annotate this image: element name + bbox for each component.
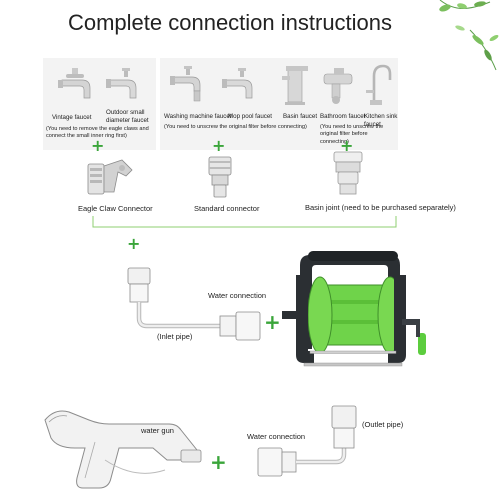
inlet-pipe-label: (Inlet pipe) <box>157 332 193 341</box>
washing-machine-faucet-icon <box>170 66 201 102</box>
standard-connector-icon <box>208 156 232 198</box>
mop-pool-faucet-label: Mop pool faucet <box>228 113 273 120</box>
basin-faucet-icon <box>282 66 308 105</box>
bathroom-faucet-icon <box>323 68 353 104</box>
filter-note-left: (You need to unscrew the original filter… <box>164 124 307 130</box>
page-title: Complete connection instructions <box>67 10 393 35</box>
outdoor-faucet-icon <box>106 68 137 99</box>
kitchen-sink-faucet-label: Kitchen sink faucet <box>364 113 398 128</box>
outlet-pipe-label: (Outlet pipe) <box>362 420 404 429</box>
outdoor-faucet-label: Outdoor small diameter faucet <box>106 109 149 124</box>
plus-sign: + <box>340 136 354 155</box>
vintage-faucet-icon <box>58 68 91 99</box>
water-gun-icon <box>44 410 202 489</box>
water-gun-label: water gun <box>141 426 174 435</box>
plus-sign: + <box>264 310 281 334</box>
plant-decoration-icon <box>439 0 499 71</box>
outlet-water-connection-label: Water connection <box>247 432 306 441</box>
basin-joint-icon <box>333 151 363 195</box>
basin-joint-label: Basin joint (need to be purchased separa… <box>305 203 456 212</box>
washing-machine-faucet-label: Washing machine faucet <box>164 113 232 120</box>
faucet-panel-right <box>160 58 398 150</box>
plus-sign: + <box>91 136 105 155</box>
basin-faucet-label: Basin faucet <box>283 113 318 120</box>
plus-sign: + <box>127 234 141 253</box>
eagle-claw-note: (You need to remove the eagle claws and … <box>46 126 149 140</box>
mop-pool-faucet-icon <box>222 68 253 99</box>
plus-sign: + <box>210 450 227 474</box>
eagle-claw-connector-icon <box>87 159 133 195</box>
eagle-claw-connector-label: Eagle Claw Connector <box>78 204 153 213</box>
vintage-faucet-label: Vintage faucet <box>52 114 92 121</box>
filter-note-right: (You need to unscrew the original filter… <box>320 124 384 145</box>
faucet-panel-left <box>43 58 156 150</box>
bathroom-faucet-label: Bathroom faucet <box>320 113 366 120</box>
inlet-water-connection-label: Water connection <box>208 291 267 300</box>
kitchen-sink-faucet-icon <box>366 64 392 105</box>
standard-connector-label: Standard connector <box>194 204 260 213</box>
hose-reel-icon <box>282 251 426 367</box>
plus-sign: + <box>212 136 226 155</box>
